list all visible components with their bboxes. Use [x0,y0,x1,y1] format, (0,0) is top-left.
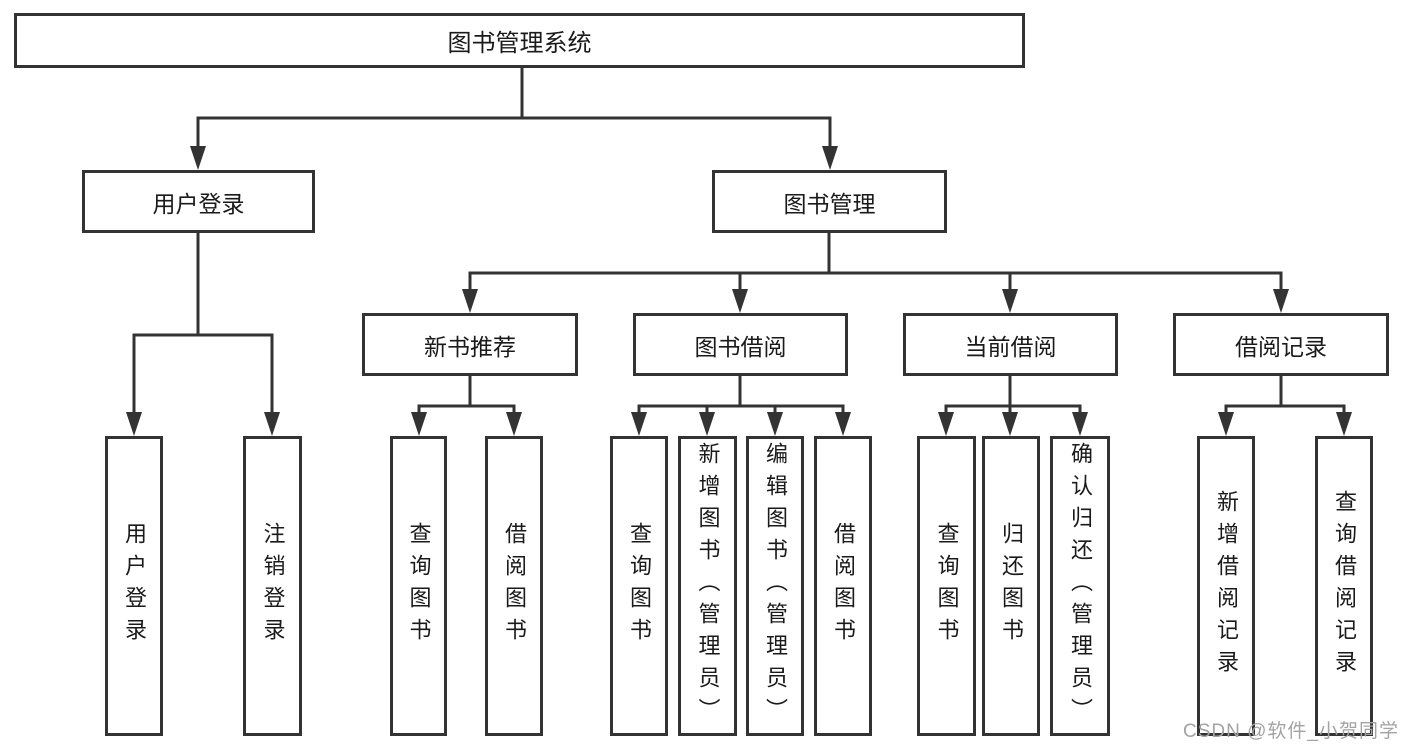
arrowhead [190,146,206,170]
arrowhead [462,289,478,313]
leaf-label: 借阅图书 [831,522,856,650]
leaf-query-books-borrowing: 查询图书 [610,436,668,736]
arrowhead [732,289,748,313]
arrowhead [835,412,851,436]
leaf-user-login: 用户登录 [105,436,163,736]
leaf-logout: 注销登录 [243,436,302,736]
connector-user-login-to-leaves [132,233,274,416]
leaf-edit-books-admin: 编辑图书（管理员） [746,436,804,736]
leaf-label: 查询图书 [406,522,432,650]
leaf-label: 注销登录 [260,522,286,650]
leaf-label: 查询借阅记录 [1332,490,1357,682]
node-label: 用户登录 [152,190,245,217]
node-user-login: 用户登录 [82,170,315,233]
node-new-book-recommend: 新书推荐 [362,313,578,376]
arrowhead [126,412,142,436]
arrowhead [1002,412,1018,436]
connector-book-mgmt-to-level3 [468,233,1283,293]
arrowhead [506,412,522,436]
leaf-label: 新增借阅记录 [1214,490,1239,682]
arrowhead [1336,412,1352,436]
leaf-borrow-books-recommend: 借阅图书 [485,436,543,736]
leaf-confirm-return-admin: 确认归还（管理员） [1050,436,1110,736]
node-book-management: 图书管理 [712,170,947,233]
arrowhead [938,412,954,436]
leaf-label: 借阅图书 [502,522,527,650]
node-label: 借阅记录 [1235,333,1327,360]
arrowhead [699,412,715,436]
arrowhead [264,412,280,436]
connector-root-to-level2 [196,67,832,150]
node-label: 新书推荐 [424,333,516,360]
leaf-label: 查询图书 [934,522,960,650]
leaf-label: 查询图书 [627,522,652,650]
node-label: 图书管理 [783,190,876,217]
leaf-query-borrow-record: 查询借阅记录 [1315,436,1373,736]
leaf-label: 确认归还（管理员） [1068,442,1093,730]
node-current-borrowing: 当前借阅 [903,313,1118,376]
node-label: 当前借阅 [964,333,1057,360]
node-system-root: 图书管理系统 [14,13,1025,68]
leaf-label: 归还图书 [999,522,1024,650]
arrowhead [1002,289,1018,313]
leaf-return-books: 归还图书 [982,436,1040,736]
arrowhead [1218,412,1234,436]
connector-book-borrowing-to-leaves [637,376,845,420]
arrowhead [822,146,838,170]
connector-new-book-to-leaves [417,376,516,420]
node-label: 图书借阅 [694,333,787,360]
leaf-add-borrow-record: 新增借阅记录 [1197,436,1255,736]
arrowhead [767,412,783,436]
node-label: 图书管理系统 [447,30,592,57]
csdn-watermark: CSDN @软件_小贺同学 [1183,721,1399,742]
leaf-label: 新增图书（管理员） [695,442,721,730]
leaf-label: 编辑图书（管理员） [763,442,788,730]
arrowhead [411,412,427,436]
leaf-add-books-admin: 新增图书（管理员） [678,436,737,736]
arrowhead [1072,412,1088,436]
leaf-borrow-books: 借阅图书 [814,436,872,736]
leaf-query-books-recommend: 查询图书 [390,436,447,736]
node-borrowing-records: 借阅记录 [1173,313,1389,376]
leaf-query-books-current: 查询图书 [917,436,976,736]
node-book-borrowing: 图书借阅 [633,313,848,376]
connector-borrowing-records-to-leaves [1224,376,1346,420]
arrowhead [1273,289,1289,313]
leaf-label: 用户登录 [122,522,147,650]
arrowhead [631,412,647,436]
